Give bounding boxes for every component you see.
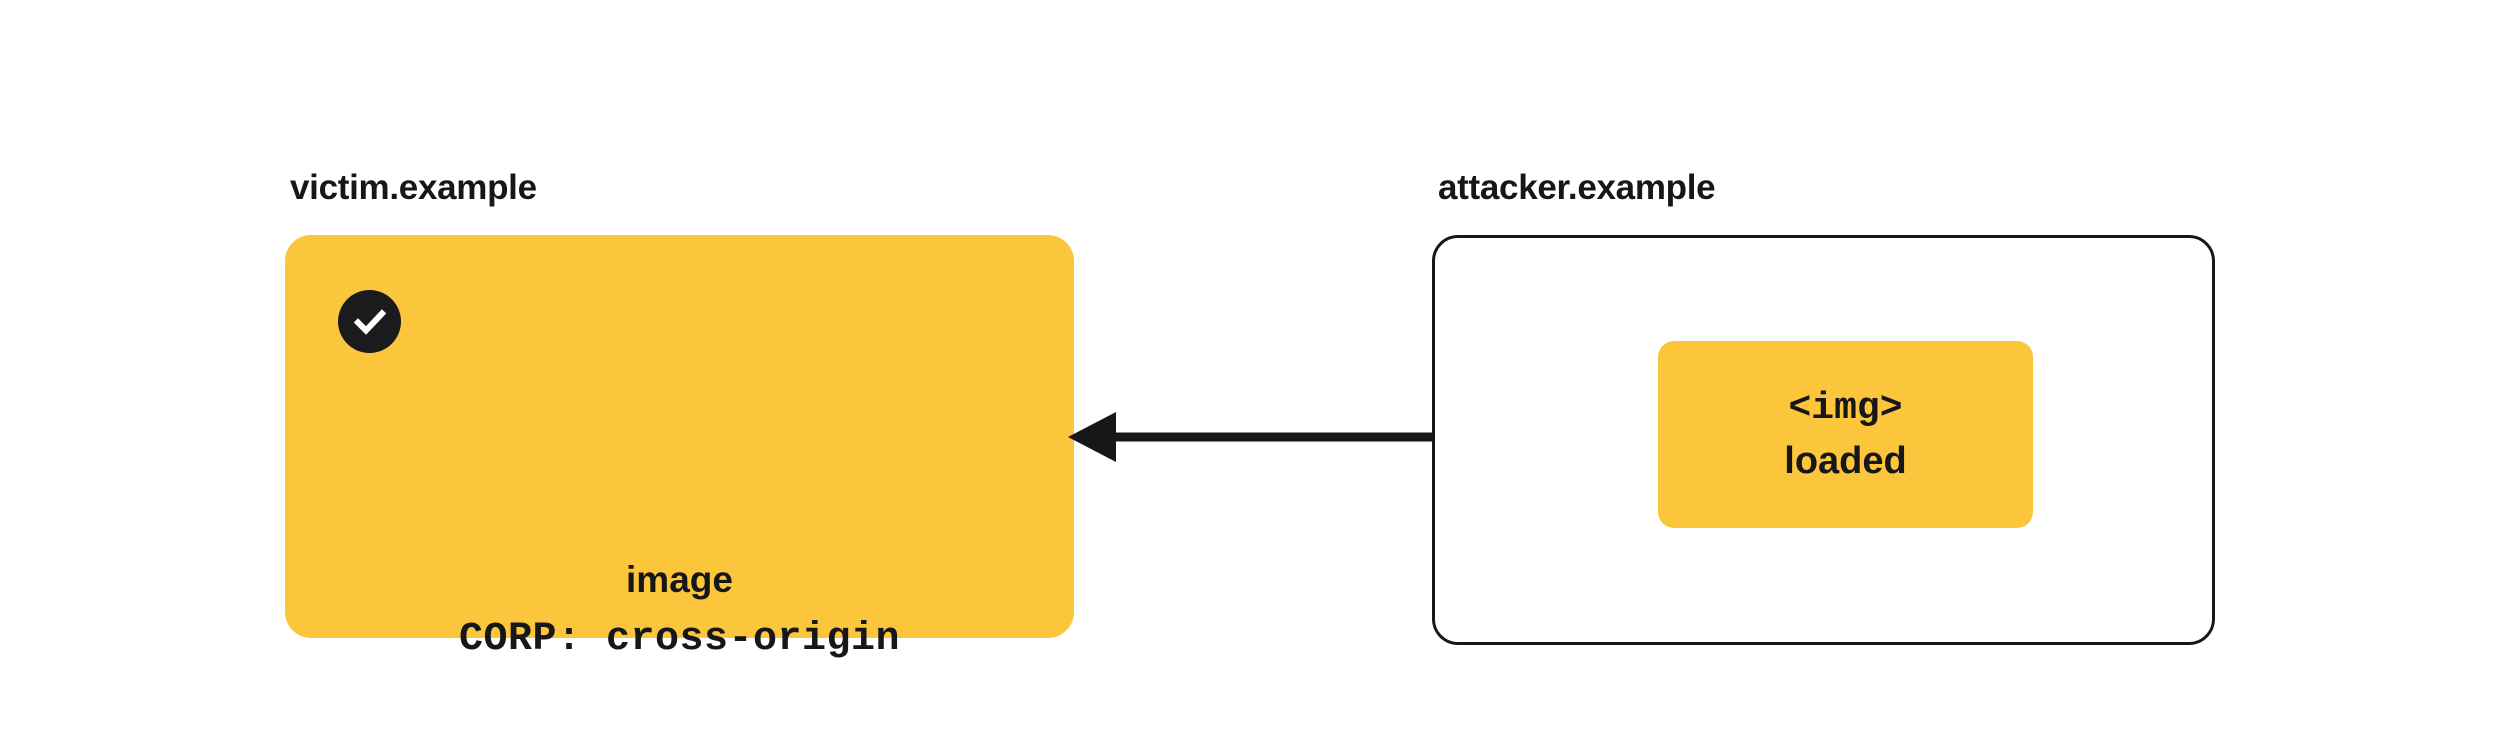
img-element-chip: <img> loaded [1658, 341, 2033, 528]
img-element-tag: <img> [1788, 386, 1903, 430]
victim-origin-label: victim.example [290, 168, 537, 207]
victim-panel-text: image CORP: cross-origin [285, 550, 1074, 670]
img-element-state: loaded [1784, 439, 1907, 482]
attacker-origin-panel: <img> loaded [1432, 235, 2215, 645]
victim-corp-header: CORP: cross-origin [458, 617, 901, 662]
attacker-origin-label: attacker.example [1438, 168, 1716, 207]
victim-resource-label: image [626, 559, 733, 600]
check-circle-icon [338, 290, 401, 353]
victim-origin-panel: image CORP: cross-origin [285, 235, 1074, 662]
